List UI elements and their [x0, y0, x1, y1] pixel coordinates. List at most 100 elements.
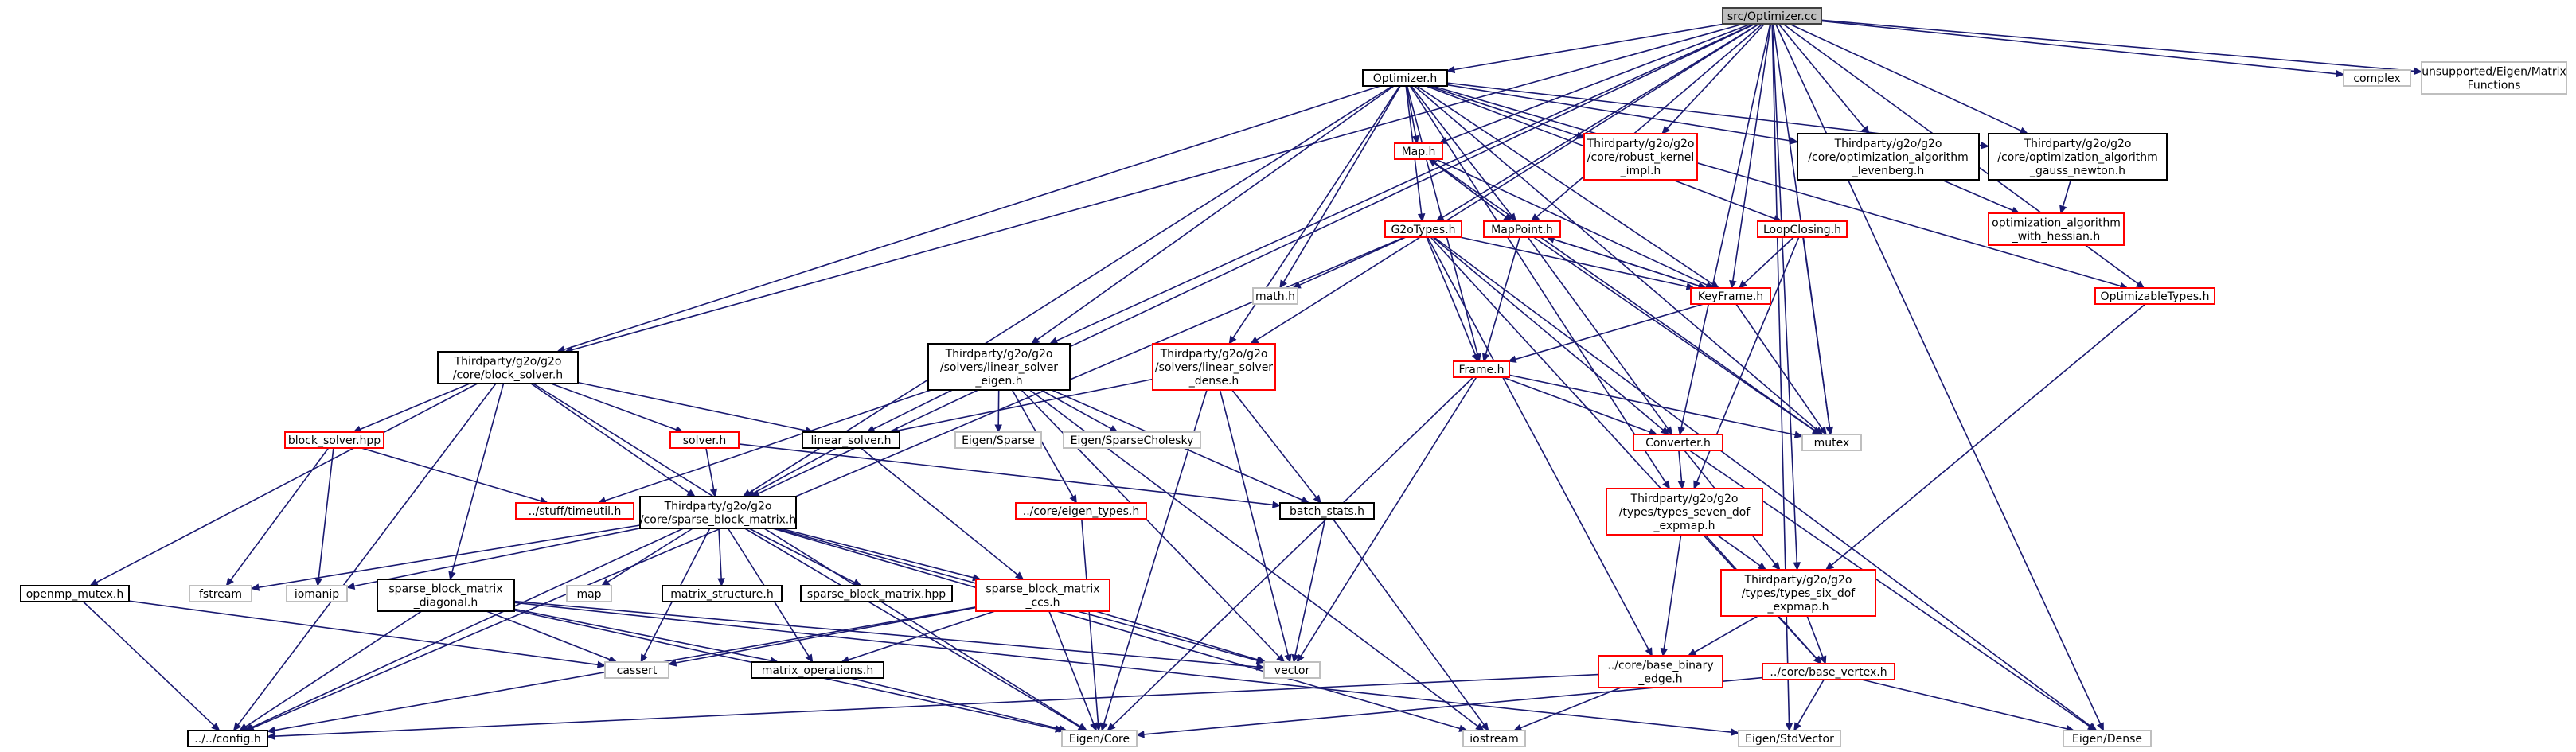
node-batch-stats[interactable]: batch_stats.h — [1279, 502, 1375, 520]
edge-arrowhead — [1530, 213, 1540, 222]
node-eigen-types[interactable]: ../core/eigen_types.h — [1015, 502, 1147, 520]
node-sbm-diagonal[interactable]: sparse_block_matrix_diagonal.h — [377, 579, 515, 612]
node-ls-dense[interactable]: Thirdparty/g2o/g2o/solvers/linear_solver… — [1152, 343, 1276, 391]
edge-arrowhead — [1819, 655, 1827, 665]
node-opt-gauss[interactable]: Thirdparty/g2o/g2o/core/optimization_alg… — [1988, 133, 2168, 181]
edge-arrowhead — [1677, 481, 1686, 490]
node-timeutil[interactable]: ../stuff/timeutil.h — [515, 502, 634, 520]
edge-line — [748, 85, 1393, 493]
node-solver-h[interactable]: solver.h — [669, 431, 740, 449]
node-optimizable[interactable]: OptimizableTypes.h — [2094, 287, 2215, 305]
edge-arrowhead — [314, 578, 322, 587]
edge-line — [1680, 23, 1771, 428]
edge-arrowhead — [1731, 728, 1740, 736]
edge-arrowhead — [1100, 722, 1108, 732]
node-sparse-block-matrix-h[interactable]: Thirdparty/g2o/g2o/core/sparse_block_mat… — [639, 496, 797, 529]
edge-line — [850, 677, 1060, 730]
edge-line — [1666, 23, 1766, 129]
node-sbm-hpp[interactable]: sparse_block_matrix.hpp — [800, 585, 953, 602]
node-label-line: _with_hessian.h — [2012, 231, 2100, 244]
node-box — [1988, 133, 2168, 181]
node-mappoint[interactable]: MapPoint.h — [1483, 220, 1561, 238]
edge-g2otypes-to-converter — [1432, 236, 1670, 435]
node-block-solver-h[interactable]: Thirdparty/g2o/g2o/core/block_solver.h — [437, 351, 579, 384]
node-six-dof[interactable]: Thirdparty/g2o/g2o/types/types_six_dof_e… — [1720, 569, 1876, 617]
edge-arrowhead — [1677, 426, 1685, 436]
edge-six_dof-to-base_vertex — [1806, 615, 1827, 665]
node-converter[interactable]: Converter.h — [1633, 434, 1723, 451]
node-matrix-operations[interactable]: matrix_operations.h — [751, 661, 884, 679]
edge-arrowhead — [1107, 723, 1116, 731]
edge-arrowhead — [1507, 355, 1517, 363]
edge-arrowhead — [1428, 158, 1438, 167]
node-opt-levenberg[interactable]: Thirdparty/g2o/g2o/core/optimization_alg… — [1797, 133, 1980, 181]
edge-line — [1433, 236, 2091, 727]
edge-arrowhead — [1785, 723, 1793, 732]
node-g2otypes[interactable]: G2oTypes.h — [1384, 220, 1462, 238]
edge-line — [1446, 23, 1752, 142]
node-loopclosing[interactable]: LoopClosing.h — [1757, 220, 1848, 238]
node-box — [800, 585, 953, 602]
node-optimizer-h[interactable]: Optimizer.h — [1362, 69, 1448, 87]
node-label-line: /core/optimization_algorithm — [1997, 151, 2157, 164]
node-block-solver-hpp[interactable]: block_solver.hpp — [284, 431, 384, 449]
edge-block_solver_hpp-to-fstream — [225, 447, 330, 586]
node-base-binary-edge[interactable]: ../core/base_binary_edge.h — [1598, 655, 1723, 688]
edge-arrowhead — [1793, 722, 1801, 732]
node-opt-hessian[interactable]: optimization_algorithm_with_hessian.h — [1988, 212, 2125, 246]
node-label-line: _eigen.h — [974, 375, 1022, 388]
node-box — [954, 431, 1042, 449]
node-label-line: map — [576, 588, 601, 601]
edge-line — [2062, 179, 2072, 207]
node-box — [1462, 730, 1526, 747]
node-ls-eigen[interactable]: Thirdparty/g2o/g2o/solvers/linear_solver… — [927, 343, 1071, 391]
edge-line — [997, 389, 1000, 426]
edge-line — [1282, 85, 1401, 282]
node-linear-solver-h[interactable]: linear_solver.h — [802, 431, 900, 449]
edge-arrowhead — [994, 424, 1002, 434]
node-label-line: sparse_block_matrix — [388, 583, 502, 596]
node-box — [1252, 287, 1298, 305]
node-sbm-ccs[interactable]: sparse_block_matrix_ccs.h — [975, 579, 1110, 612]
node-box — [1015, 502, 1147, 520]
edge-line — [361, 447, 541, 502]
edge-line — [1426, 236, 1477, 356]
node-frame[interactable]: Frame.h — [1453, 360, 1510, 378]
node-label-line: fstream — [199, 588, 242, 601]
node-matrix-structure[interactable]: matrix_structure.h — [662, 585, 783, 602]
edge-optimizer_h-to-ls_eigen — [1030, 85, 1395, 345]
edge-ls_eigen-to-linear_solver_h — [866, 389, 953, 433]
node-label-line: sparse_block_matrix.hpp — [807, 588, 946, 601]
node-keyframe[interactable]: KeyFrame.h — [1690, 287, 1771, 305]
edge-line — [577, 381, 806, 431]
node-robust-kernel[interactable]: Thirdparty/g2o/g2o/core/robust_kernel_im… — [1583, 133, 1698, 181]
edge-base_vertex-to-eigen_stdvector — [1793, 679, 1825, 732]
node-label-line: linear_solver.h — [810, 434, 891, 447]
edge-line — [551, 383, 677, 431]
node-openmp-mutex[interactable]: openmp_mutex.h — [20, 585, 130, 602]
node-box — [189, 585, 252, 602]
edge-arrowhead — [89, 579, 99, 586]
edge-line — [1300, 376, 1477, 657]
node-map-h[interactable]: Map.h — [1394, 142, 1443, 160]
node-label-line: iomanip — [295, 588, 339, 601]
edge-ls_dense-to-batch_stats — [1231, 389, 1321, 504]
edge-arrowhead — [805, 653, 814, 664]
node-box — [751, 661, 884, 679]
edge-arrowhead — [1660, 427, 1670, 435]
node-config-h[interactable]: ../../config.h — [187, 730, 268, 747]
edge-line — [572, 23, 1744, 351]
edge-frame-to-mutex — [1509, 374, 1804, 438]
node-box — [2094, 287, 2215, 305]
node-box — [662, 585, 783, 602]
node-box — [1583, 133, 1698, 181]
edge-arrowhead — [1296, 653, 1305, 664]
node-label-line: Thirdparty/g2o/g2o — [1160, 348, 1268, 360]
node-base-vertex[interactable]: ../core/base_vertex.h — [1762, 663, 1895, 680]
node-seven-dof[interactable]: Thirdparty/g2o/g2o/types/types_seven_dof… — [1606, 488, 1763, 536]
edge-line — [1778, 23, 1866, 129]
edge-line — [753, 447, 837, 494]
node-label-line: Eigen/SparseCholesky — [1071, 434, 1194, 447]
node-root[interactable]: src/Optimizer.cc — [1722, 7, 1822, 25]
